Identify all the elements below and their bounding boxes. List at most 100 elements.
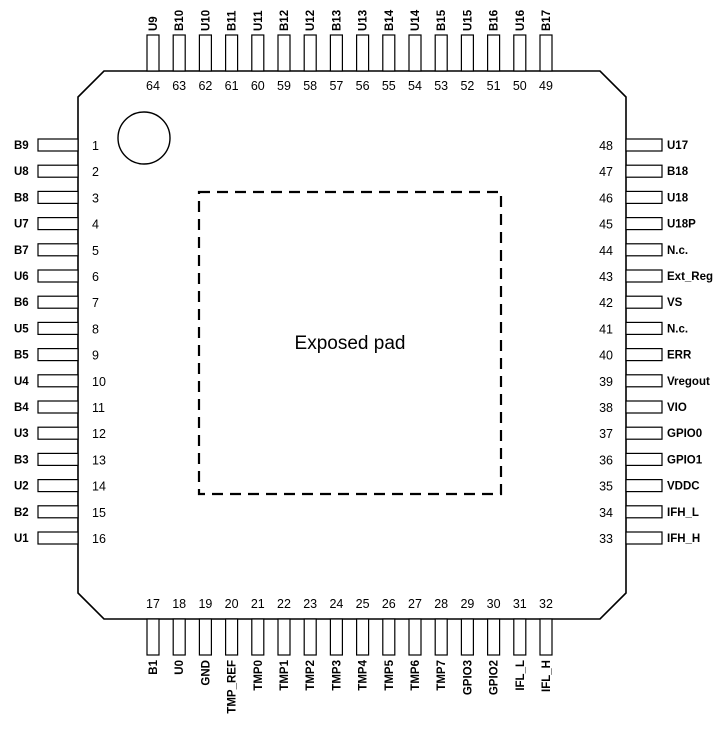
pin-28-number: 28 — [434, 597, 448, 611]
pin-21-number: 21 — [251, 597, 265, 611]
pin-47-number: 47 — [599, 165, 613, 179]
pin-60-number: 60 — [251, 79, 265, 93]
pin-7-number: 7 — [92, 296, 99, 310]
pin-11-lead — [37, 400, 79, 414]
pin-25-lead — [356, 618, 370, 656]
pin-37-name: GPIO0 — [667, 428, 702, 440]
pin-46-lead — [625, 190, 663, 204]
pin-60-name: U11 — [253, 10, 265, 31]
pin-63-lead — [172, 34, 186, 72]
pin-49-lead — [539, 34, 553, 72]
pin-18-lead — [172, 618, 186, 656]
pin-55-name: B14 — [384, 9, 396, 31]
pin-25-number: 25 — [356, 597, 370, 611]
pin-23-name: TMP2 — [305, 660, 317, 691]
pin-9-name: B5 — [14, 350, 29, 362]
pin-44-name: N.c. — [667, 245, 688, 257]
pin-30-number: 30 — [487, 597, 501, 611]
pin-63-number: 63 — [172, 79, 186, 93]
pin-14-name: U2 — [14, 481, 29, 493]
pin-43-name: Ext_Reg — [667, 271, 713, 283]
pin-37-lead — [625, 426, 663, 440]
pin-36-lead — [625, 452, 663, 466]
pin-11-number: 11 — [92, 401, 105, 415]
pin-44-lead — [625, 243, 663, 257]
pin-16-number: 16 — [92, 532, 106, 546]
pin-1-lead — [37, 138, 79, 152]
pin-36-number: 36 — [599, 453, 613, 467]
pin-33-number: 33 — [599, 532, 613, 546]
pin-49-name: B17 — [541, 10, 553, 31]
pin-23-number: 23 — [303, 597, 317, 611]
pin-38-name: VIO — [667, 402, 687, 414]
pin-61-number: 61 — [225, 79, 239, 93]
pin-14-lead — [37, 479, 79, 493]
pin-28-lead — [434, 618, 448, 656]
pin-48-number: 48 — [599, 139, 613, 153]
pin-10-name: U4 — [14, 376, 29, 388]
pin-50-lead — [513, 34, 527, 72]
pin-29-lead — [460, 618, 474, 656]
pin-62-lead — [198, 34, 212, 72]
pin-12-name: U3 — [14, 428, 29, 440]
pin-22-name: TMP1 — [279, 659, 291, 690]
pin-35-number: 35 — [599, 480, 613, 494]
chip-body — [77, 70, 627, 620]
pin-54-lead — [408, 34, 422, 72]
pin1-marker — [117, 111, 171, 165]
pin-27-name: TMP6 — [410, 660, 422, 691]
pin-52-lead — [460, 34, 474, 72]
pin-8-number: 8 — [92, 322, 99, 336]
pin-18-number: 18 — [172, 597, 186, 611]
pin-10-number: 10 — [92, 375, 106, 389]
pin-41-lead — [625, 321, 663, 335]
pin-17-name: B1 — [148, 659, 160, 674]
pin-39-name: Vregout — [667, 376, 710, 388]
pin-33-name: IFH_H — [667, 533, 700, 545]
pin-17-number: 17 — [146, 597, 160, 611]
pin-9-lead — [37, 348, 79, 362]
pin-10-lead — [37, 374, 79, 388]
pin-40-lead — [625, 348, 663, 362]
pin-4-lead — [37, 217, 79, 231]
pin-58-name: U12 — [305, 10, 317, 31]
pin-14-number: 14 — [92, 480, 106, 494]
pin-43-number: 43 — [599, 270, 613, 284]
pin-54-number: 54 — [408, 79, 422, 93]
pin-59-number: 59 — [277, 79, 291, 93]
pin-40-number: 40 — [599, 349, 613, 363]
pin-56-number: 56 — [356, 79, 370, 93]
pin-24-lead — [329, 618, 343, 656]
pin-43-lead — [625, 269, 663, 283]
pin-55-lead — [382, 34, 396, 72]
pin-22-lead — [277, 618, 291, 656]
pin-54-name: U14 — [410, 9, 422, 31]
pin-12-number: 12 — [92, 427, 106, 441]
pin-13-name: B3 — [14, 454, 29, 466]
pin-39-number: 39 — [599, 375, 613, 389]
pin-32-number: 32 — [539, 597, 553, 611]
pin-29-name: GPIO3 — [462, 660, 474, 695]
pin-31-lead — [513, 618, 527, 656]
pin-41-number: 41 — [599, 322, 613, 336]
pin-24-number: 24 — [329, 597, 343, 611]
pin-13-number: 13 — [92, 453, 106, 467]
pin-47-lead — [625, 164, 663, 178]
pin-61-name: B11 — [227, 10, 239, 31]
pin-52-name: U15 — [462, 9, 474, 31]
pin-7-name: B6 — [14, 297, 29, 309]
pin-25-name: TMP4 — [358, 659, 370, 690]
pin-21-name: TMP0 — [253, 660, 265, 691]
pin-16-name: U1 — [14, 533, 29, 545]
pin-42-name: VS — [667, 297, 683, 309]
pin-62-name: U10 — [200, 10, 212, 31]
pin-28-name: TMP7 — [436, 660, 448, 691]
pin-7-lead — [37, 295, 79, 309]
pin-29-number: 29 — [460, 597, 474, 611]
pin-24-name: TMP3 — [331, 660, 343, 691]
pin-49-number: 49 — [539, 79, 553, 93]
pin-57-name: B13 — [331, 10, 343, 31]
pin-53-number: 53 — [434, 79, 448, 93]
pin-12-lead — [37, 426, 79, 440]
pin-31-name: IFL_L — [515, 660, 527, 691]
